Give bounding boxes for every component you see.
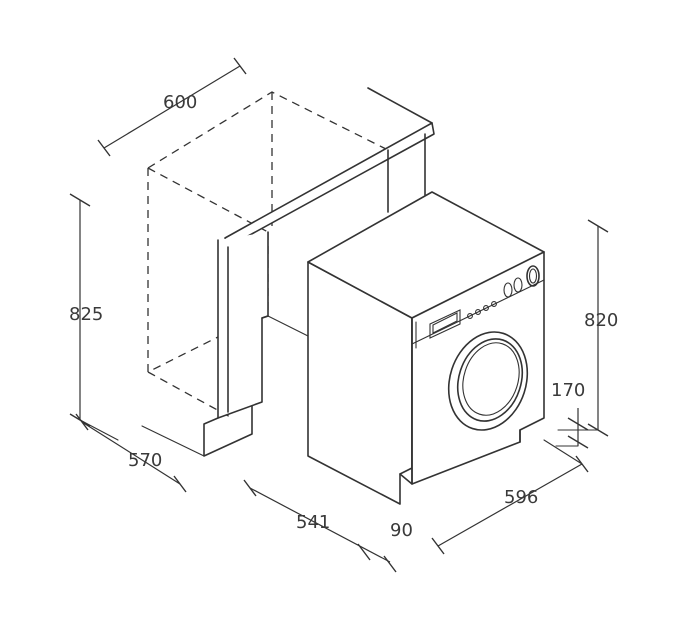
- dim-label-height-right: 820: [584, 310, 618, 331]
- dim-label-height-left: 825: [69, 304, 103, 325]
- washing-machine: [307, 191, 545, 505]
- dimension-lines: [69, 57, 609, 573]
- dim-label-depth-left: 570: [128, 450, 162, 471]
- dim-label-width-machine: 596: [504, 487, 538, 508]
- dim-label-plinth: 170: [551, 380, 585, 401]
- cabinet: [141, 87, 435, 457]
- dim-label-depth-machine: 541: [296, 512, 330, 533]
- dim-label-gap: 90: [390, 520, 413, 541]
- dim-label-width-top: 600: [163, 92, 197, 113]
